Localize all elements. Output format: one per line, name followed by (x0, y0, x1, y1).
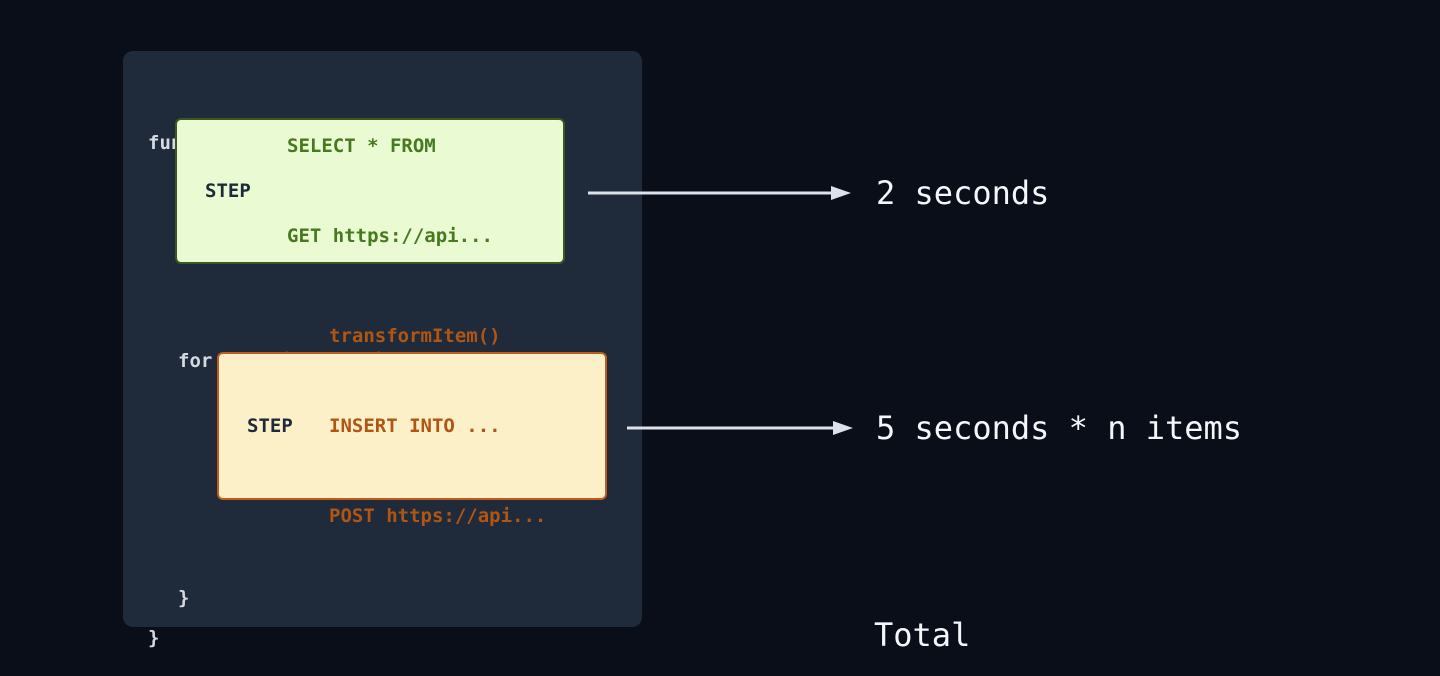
code-panel: function () { STEP SELECT * FROM GET htt… (123, 51, 642, 649)
total-summary: Total 100 items = 502 seconds (874, 533, 1317, 676)
transform-step-label: STEP (247, 415, 293, 437)
code-line-post: POST https://api... (329, 505, 547, 527)
extract-duration-annotation: 2 seconds (876, 174, 1050, 212)
extract-step-box: STEP SELECT * FROM GET https://api... (175, 118, 565, 264)
transform-step-code: transformItem() INSERT INTO ... POST htt… (329, 261, 546, 591)
right-arrow-icon (627, 421, 853, 435)
code-line-select: SELECT * FROM (287, 135, 436, 157)
code-line-for-close: } (178, 587, 190, 609)
transform-duration-annotation: 5 seconds * n items (876, 409, 1243, 447)
transform-step-box: STEP transformItem() INSERT INTO ... POS… (217, 325, 607, 527)
right-arrow-icon (588, 186, 851, 200)
code-line-function-close: } (148, 627, 160, 649)
code-line-transform: transformItem() (329, 325, 501, 347)
extract-step-code: SELECT * FROM GET https://api... (287, 71, 493, 311)
total-label: Total (874, 616, 971, 654)
code-line-get: GET https://api... (287, 225, 493, 247)
code-line-insert: INSERT INTO ... (329, 415, 501, 437)
extract-step-label: STEP (205, 180, 251, 202)
